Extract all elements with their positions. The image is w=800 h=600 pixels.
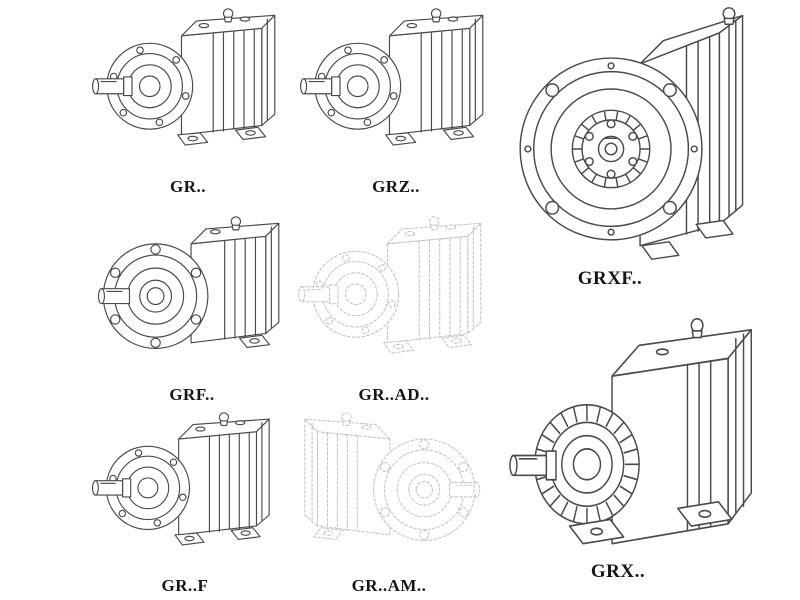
figure-label-gr-f: GR..F (161, 576, 209, 595)
figure-label-gr-ad: GR..AD.. (358, 385, 430, 404)
figure-label-grf: GRF.. (169, 385, 215, 404)
figure-gr: GR.. (90, 6, 286, 197)
figure-gr-ad: GR..AD.. (296, 214, 492, 405)
gearbox-drawing-gr-ad (296, 214, 492, 382)
figure-grz: GRZ.. (298, 6, 494, 197)
gearbox-drawing-gr-am (294, 410, 484, 573)
figure-label-grxf: GRXF.. (577, 268, 643, 289)
figure-grxf: GRXF.. (496, 2, 788, 290)
figure-label-gr: GR.. (170, 177, 206, 196)
gearbox-drawing-gr (90, 6, 286, 174)
figure-label-gr-am: GR..AM.. (351, 576, 427, 595)
figure-gr-f: GR..F (90, 410, 280, 596)
gearbox-drawing-grx (498, 310, 788, 558)
figure-grx: GRX.. (498, 310, 788, 583)
figure-grf: GRF.. (94, 214, 290, 405)
gearbox-drawing-grxf (496, 2, 788, 265)
figure-gr-am: GR..AM.. (294, 410, 484, 596)
figure-label-grx: GRX.. (590, 561, 646, 582)
gearbox-drawing-gr-f (90, 410, 280, 573)
figure-label-grz: GRZ.. (372, 177, 420, 196)
gearbox-drawing-grz (298, 6, 494, 174)
gearbox-drawing-grf (94, 214, 290, 382)
